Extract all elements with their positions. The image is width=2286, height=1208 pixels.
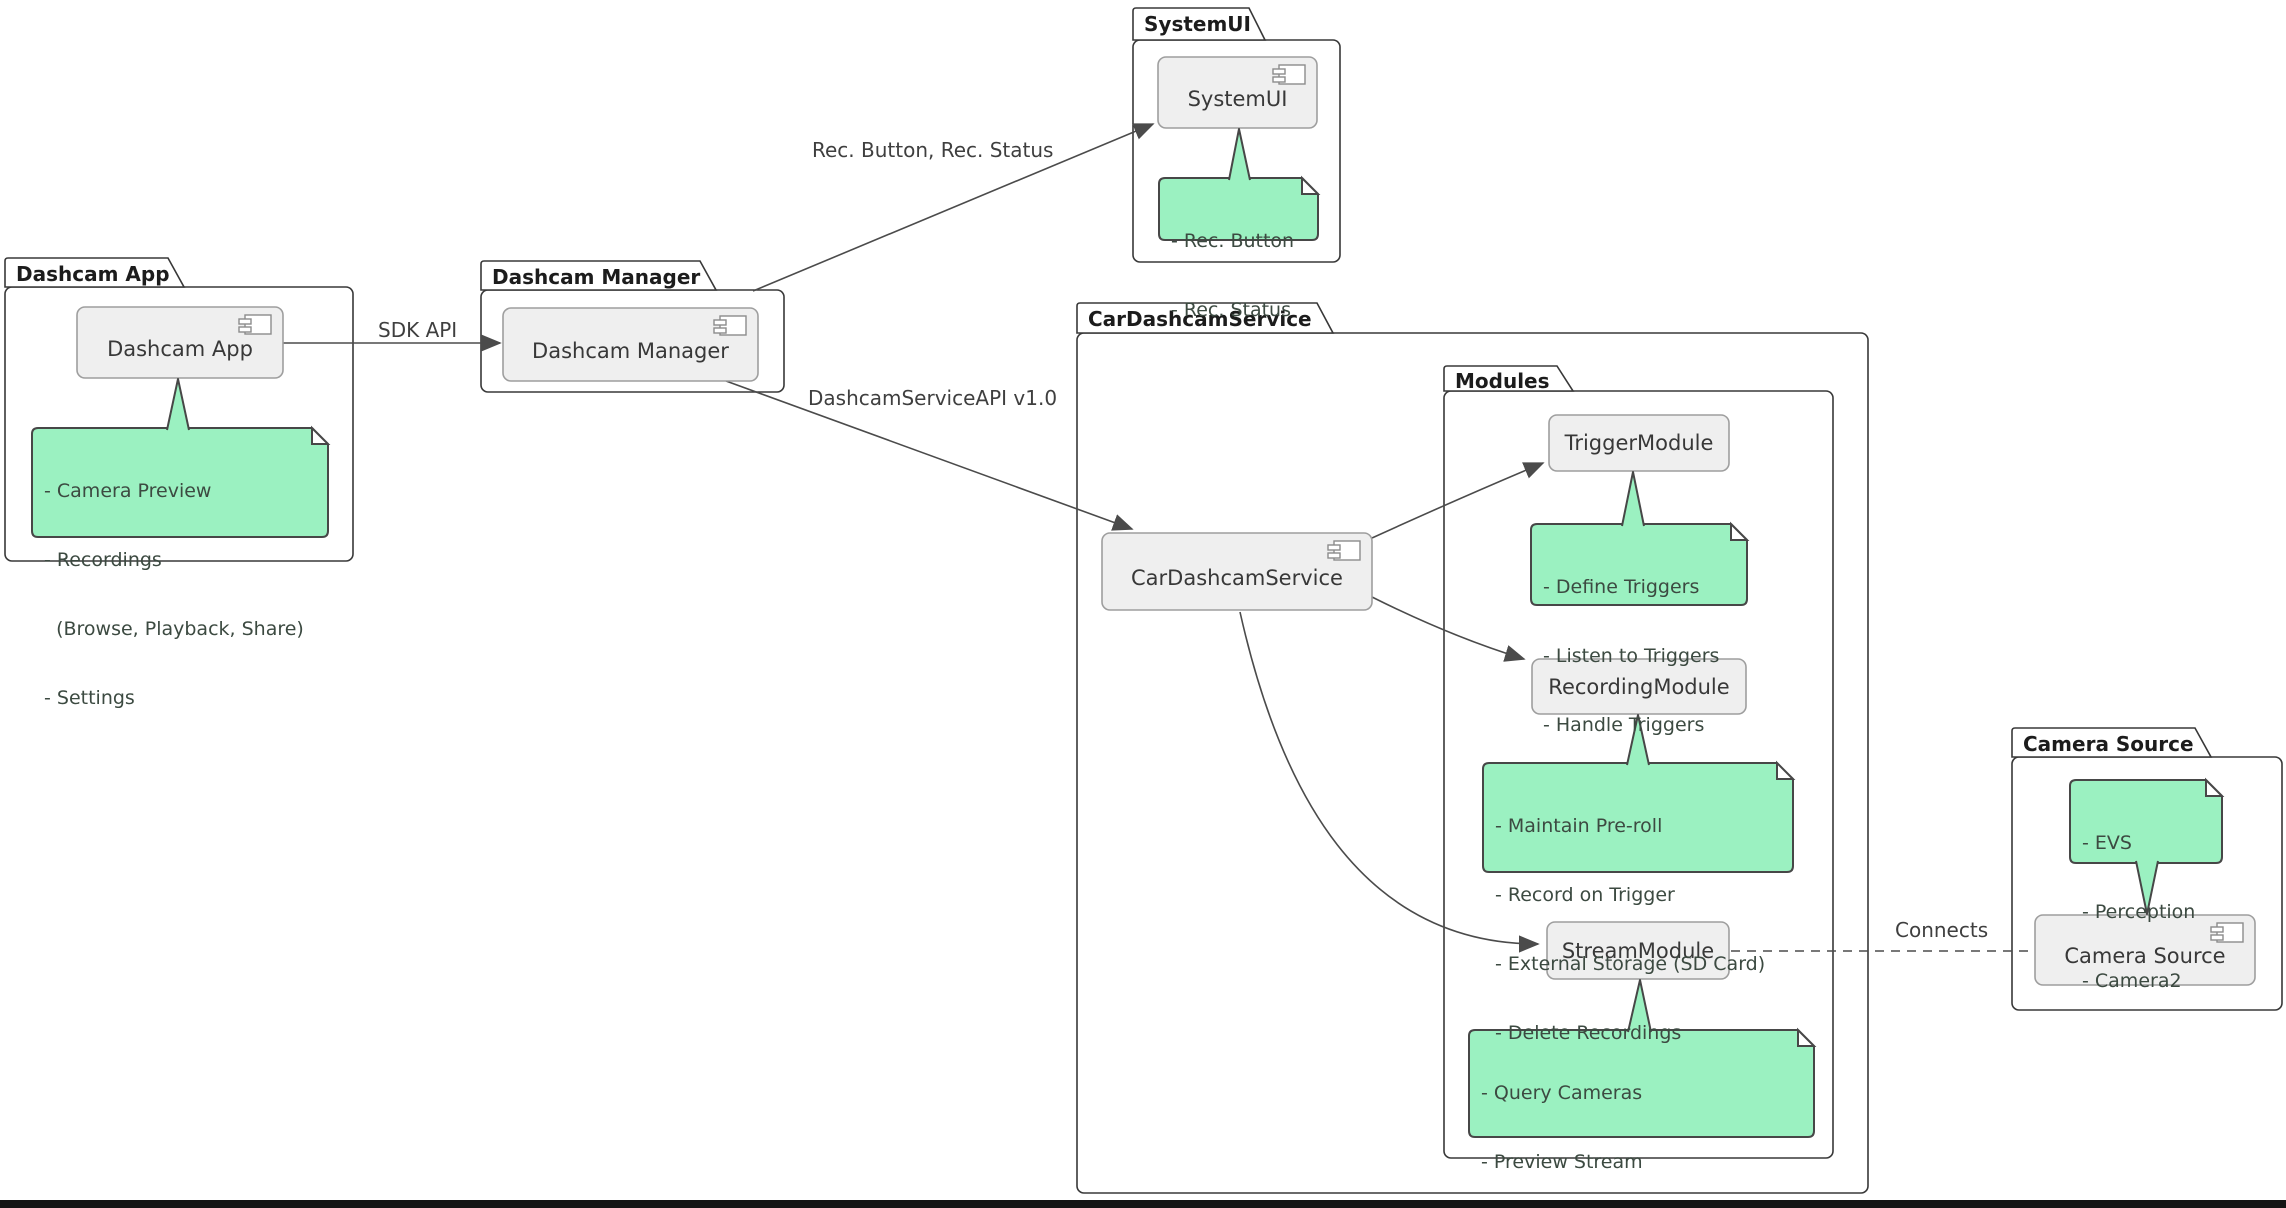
component-icon <box>713 315 747 336</box>
camera-source-component-label: Camera Source <box>2064 944 2226 968</box>
recording-module-note-pointer <box>1626 714 1650 766</box>
note-line: - External Storage (SD Card) <box>1495 953 1766 975</box>
systemui-component-label: SystemUI <box>1187 86 1288 111</box>
trigger-module-note <box>1530 521 1750 606</box>
car-dashcam-service-package-title: CarDashcamService <box>1088 307 1312 331</box>
dashcam-manager-component-label: Dashcam Manager <box>532 338 729 363</box>
note-line: - Camera Preview <box>44 480 212 502</box>
systemui-note-text: - Rec. Button - Rec. Status <box>1171 184 1294 368</box>
note-line: - Define Triggers <box>1543 576 1700 598</box>
edge-label-dashcam-service-api: DashcamServiceAPI v1.0 <box>808 386 1058 410</box>
stream-module-note <box>1468 1027 1817 1138</box>
note-line: - Rec. Status <box>1171 299 1292 321</box>
edge-label-rec-button-status: Rec. Button, Rec. Status <box>812 138 1054 162</box>
component-icon <box>238 314 272 335</box>
recording-module-note-text: - Maintain Pre-roll - Record on Trigger … <box>1495 769 1765 1091</box>
note-line: - Delete Recordings <box>1495 1022 1682 1044</box>
camera-source-note <box>2069 777 2225 864</box>
note-line: - Listen to Triggers <box>1543 645 1720 667</box>
trigger-module-note-pointer <box>1621 471 1645 527</box>
note-line: (Browse, Playback, Share) <box>44 618 304 640</box>
edge-service-to-trigger <box>1371 462 1545 539</box>
note-line: - Camera2 <box>2082 970 2182 992</box>
edge-manager-to-service <box>725 380 1134 531</box>
stream-module-component <box>1546 921 1730 980</box>
component-icon <box>1327 540 1361 561</box>
note-line: - Rec. Button <box>1171 230 1295 252</box>
edge-manager-to-systemui <box>752 123 1155 292</box>
note-line: - Query Cameras <box>1481 1082 1643 1104</box>
systemui-package-title: SystemUI <box>1144 12 1251 36</box>
systemui-note-pointer <box>1228 128 1251 181</box>
dashcam-manager-component <box>502 307 759 382</box>
recording-module-component <box>1531 658 1747 715</box>
note-line: - Handle Triggers <box>1543 714 1705 736</box>
car-dashcam-service-component <box>1101 532 1373 611</box>
dashcam-manager-package-title: Dashcam Manager <box>492 265 701 289</box>
note-fold <box>1730 521 1750 541</box>
bottom-black-bar <box>0 1200 2286 1208</box>
dashcam-app-note <box>31 425 331 538</box>
camera-source-package-title: Camera Source <box>2023 732 2194 756</box>
note-line: - Recordings <box>44 549 162 571</box>
component-icon <box>1272 64 1306 85</box>
systemui-note <box>1158 175 1321 241</box>
dashcam-app-package-title: Dashcam App <box>16 262 170 286</box>
camera-source-component <box>2034 914 2256 986</box>
note-line: - Settings <box>44 687 135 709</box>
dashcam-app-note-text: - Camera Preview - Recordings (Browse, P… <box>44 434 304 756</box>
note-fold <box>2205 777 2225 797</box>
trigger-module-note-text: - Define Triggers - Listen to Triggers -… <box>1543 530 1719 783</box>
edge-service-to-stream <box>1239 611 1540 953</box>
note-line: - EVS <box>2082 832 2132 854</box>
note-line: - Perception <box>2082 901 2196 923</box>
stream-module-component-label: StreamModule <box>1561 938 1715 963</box>
note-line: - Record on Trigger <box>1495 884 1675 906</box>
camera-source-note-text: - EVS - Perception - Camera2 <box>2082 786 2195 1039</box>
note-line: - Maintain Pre-roll <box>1495 815 1663 837</box>
modules-package-title: Modules <box>1455 369 1550 393</box>
note-fold <box>311 425 331 445</box>
stream-module-note-pointer <box>1627 979 1652 1033</box>
note-fold <box>1776 760 1796 780</box>
component-icon <box>2210 922 2244 943</box>
car-dashcam-service-component-label: CarDashcamService <box>1131 565 1343 590</box>
camera-source-note-pointer <box>2135 860 2159 915</box>
dashcam-app-component-label: Dashcam App <box>107 336 253 361</box>
dashcam-app-component <box>76 306 284 379</box>
edge-label-sdk-api: SDK API <box>378 318 458 342</box>
systemui-component <box>1157 56 1318 129</box>
note-fold <box>1301 175 1321 195</box>
note-line: - Preview Stream <box>1481 1151 1643 1173</box>
dashcam-app-note-pointer <box>166 378 190 431</box>
stream-module-note-text: - Query Cameras - Preview Stream - Snaps… <box>1481 1036 1785 1208</box>
note-fold <box>1797 1027 1817 1047</box>
recording-module-note <box>1482 760 1796 873</box>
recording-module-component-label: RecordingModule <box>1548 674 1730 699</box>
edge-service-to-recording <box>1371 596 1526 662</box>
trigger-module-component <box>1548 414 1730 472</box>
edge-label-connects: Connects <box>1895 918 1989 942</box>
trigger-module-component-label: TriggerModule <box>1564 431 1714 455</box>
